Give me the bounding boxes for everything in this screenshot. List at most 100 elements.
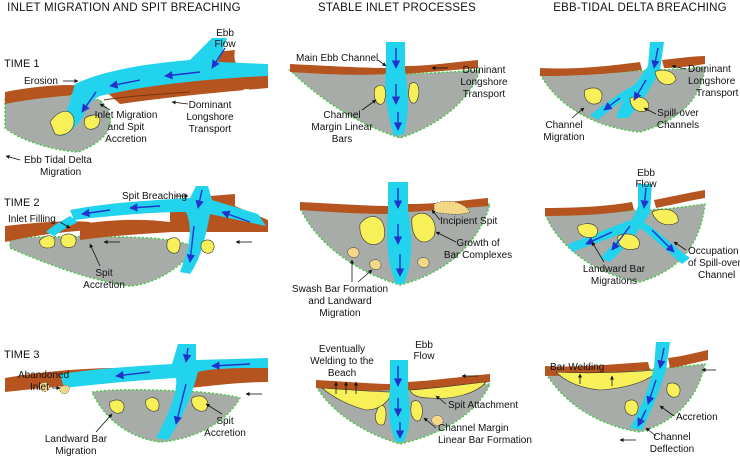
inlet-channel <box>70 186 266 274</box>
abandoned-inlet-fill <box>59 384 70 394</box>
ebb-arrow <box>611 225 631 251</box>
sand-bar <box>109 399 125 414</box>
label-channel-migration-1: Channel <box>545 120 582 131</box>
sand-bar <box>654 69 677 85</box>
linear-bar <box>410 400 423 422</box>
ebb-arrow <box>640 187 649 209</box>
time-2-label: TIME 2 <box>4 197 39 209</box>
inlet-channel-old <box>46 216 78 236</box>
ebb-arrow <box>585 231 613 245</box>
label-margin-2: Linear Bar Formation <box>438 435 532 446</box>
label-occupation-1: Occupation <box>688 246 739 257</box>
label-accretion: Accretion <box>676 412 718 423</box>
label-incipient-spit: Incipient Spit <box>440 216 497 227</box>
panel-time2-inlet-migration: Spit Breaching Inlet Filling Spit Accret… <box>5 186 268 291</box>
shoreline-right <box>668 350 708 368</box>
header-stable-inlet: STABLE INLET PROCESSES <box>318 2 476 14</box>
ebb-arrow <box>115 370 151 380</box>
welded-bar-left <box>321 387 393 411</box>
sand-bar <box>651 209 679 225</box>
ebb-arrow <box>651 47 660 69</box>
ebb-arrow <box>646 379 657 405</box>
label-occupation-2: of Spill-over <box>688 258 740 269</box>
shoreline-right <box>654 190 705 208</box>
label-longshore-1: Dominant <box>688 64 731 75</box>
label-longshore-3: Transport <box>696 88 739 99</box>
spit <box>80 219 172 240</box>
label-migration-2: and Spit <box>108 122 145 133</box>
label-flow: Flow <box>635 179 657 190</box>
sand-bar <box>191 395 209 412</box>
linear-bar <box>375 405 387 426</box>
label-swash-2: and Landward <box>308 296 371 307</box>
panel-time1-ebb-delta: Dominant Longshore Transport Channel Mig… <box>538 42 739 143</box>
label-erosion-left: Erosion <box>24 76 58 87</box>
label-spit-accretion-2: Accretion <box>83 280 125 291</box>
ebb-arrow <box>637 409 647 427</box>
label-landward-1: Landward Bar <box>45 434 108 445</box>
label-bar-welding: Bar Welding <box>550 362 604 373</box>
sand-bar <box>145 397 160 412</box>
swash-bar <box>417 257 430 268</box>
sand-bar <box>577 223 598 238</box>
panel-time3-ebb-delta: Bar Welding Accretion Channel Deflection <box>543 342 718 455</box>
label-delta-2: Migration <box>40 167 81 178</box>
ebb-arrow <box>173 383 187 425</box>
label-longshore-2: Longshore <box>460 77 508 88</box>
label-landward-1: Landward Bar <box>583 264 646 275</box>
label-occupation-3: Channel <box>698 270 735 281</box>
ebb-arrow <box>109 79 141 89</box>
bar-complex <box>411 212 436 243</box>
label-spit-accretion-2: Accretion <box>204 428 246 439</box>
ebb-arrow <box>211 47 226 69</box>
label-longshore-1: Dominant <box>463 65 506 76</box>
shoreline-left <box>545 202 634 216</box>
ebb-arrow <box>221 210 251 223</box>
panel-time1-stable-inlet: Main Ebb Channel Dominant Longshore Tran… <box>288 42 508 145</box>
panel-time3-stable-inlet: Eventually Welding to the Beach Ebb Flow… <box>310 340 532 446</box>
panel-time2-stable-inlet: Incipient Spit Growth of Bar Complexes S… <box>292 182 512 319</box>
spit-accretion-ridges <box>103 91 191 101</box>
label-spit-accretion-1: Spit <box>216 416 233 427</box>
sand-bar <box>624 399 639 416</box>
label-abandoned-2: Inlet <box>30 382 49 393</box>
label-welding-2: Welding to the <box>310 356 374 367</box>
label-ebb: Ebb <box>415 340 433 351</box>
header-ebb-delta-breaching: EBB-TIDAL DELTA BREACHING <box>553 2 727 14</box>
swash-bar <box>369 259 382 270</box>
ebb-arrow <box>164 70 201 80</box>
label-welding-3: Beach <box>328 368 356 379</box>
label-swash-3: Migration <box>319 308 360 319</box>
label-spill-over-1: Spill-over <box>657 108 699 119</box>
ebb-tidal-delta <box>288 69 482 139</box>
label-deflection-1: Channel <box>653 432 690 443</box>
label-bars-3: Bars <box>332 134 353 145</box>
label-spill-over-2: Channels <box>657 120 699 131</box>
label-ebb: Ebb <box>637 168 655 179</box>
ebb-arrow <box>651 229 675 253</box>
linear-bar <box>408 82 420 104</box>
shoreline-left <box>540 62 642 76</box>
time-1-label: TIME 1 <box>4 58 39 70</box>
welded-bar <box>555 369 661 391</box>
label-longshore-2: Longshore <box>688 76 736 87</box>
panel-time3-inlet-migration: Abandoned Inlet Spit Accretion Landward … <box>5 344 268 457</box>
ebb-arrow <box>195 189 204 209</box>
label-spit-attachment: Spit Attachment <box>448 400 518 411</box>
label-margin-1: Channel Margin <box>438 423 509 434</box>
ebb-arrow <box>633 79 647 101</box>
ebb-arrow <box>182 347 192 363</box>
label-abandoned-1: Abandoned <box>18 370 69 381</box>
label-landward-2: Migrations <box>591 276 637 287</box>
bar-complex <box>359 216 385 245</box>
panel-time2-ebb-delta: Ebb Flow Occupation of Spill-over Channe… <box>543 168 740 287</box>
ebb-arrow <box>186 225 196 263</box>
label-migration-3: Accretion <box>105 134 147 145</box>
sand-bar <box>666 382 681 398</box>
swash-bar <box>347 247 360 258</box>
label-longshore-1: Dominant <box>189 100 232 111</box>
label-growth-1: Growth of <box>456 238 500 249</box>
ebb-arrow <box>81 91 97 113</box>
sand-bar <box>84 114 101 130</box>
